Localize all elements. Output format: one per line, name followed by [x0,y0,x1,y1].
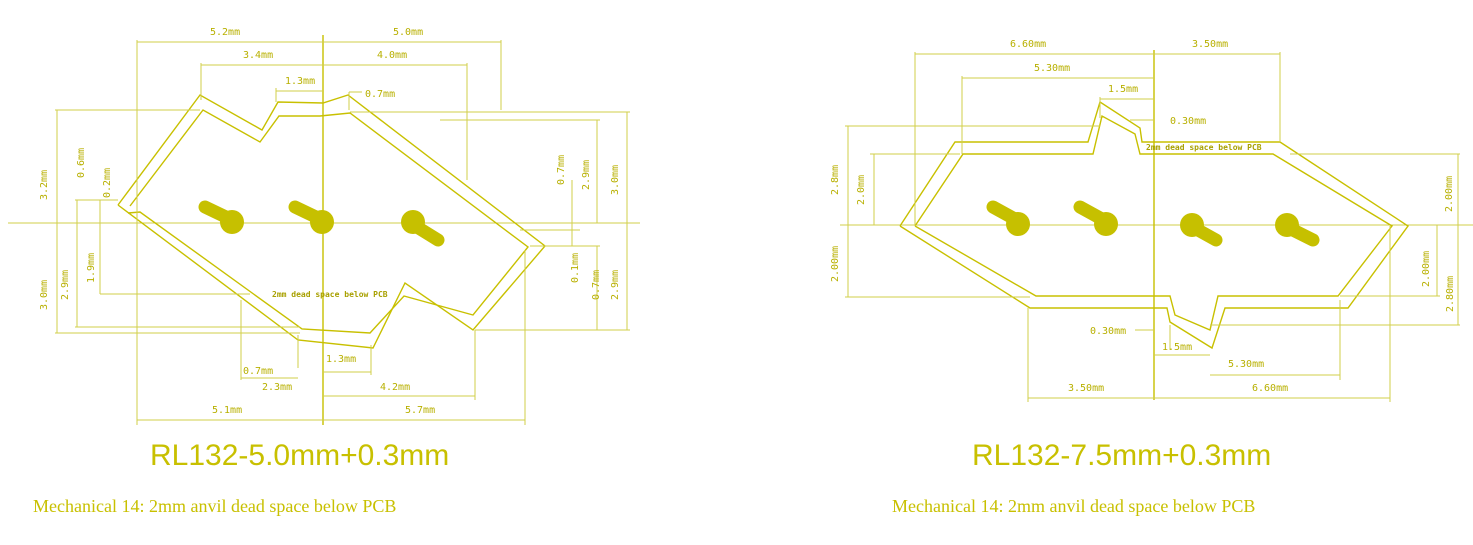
dim-label: 1.9mm [86,253,97,283]
dim-label: 6.60mm [1010,39,1046,50]
left-pins [198,200,445,247]
dim-label: 5.0mm [393,27,423,38]
dim-label: 0.7mm [556,155,567,185]
dim-label: 0.6mm [76,148,87,178]
right-outline-inner [914,114,1394,331]
left-drawing: 5.2mm 5.0mm 3.4mm 4.0mm 1.3mm 0.7mm 3.2m… [8,27,640,516]
dim-label: 2.9mm [581,160,592,190]
dim-label: 2.00mm [1421,251,1432,287]
dim-label: 1.3mm [285,76,315,87]
left-title: RL132-5.0mm+0.3mm [150,439,449,472]
right-subtitle: Mechanical 14: 2mm anvil dead space belo… [892,496,1255,516]
dim-label: 3.50mm [1068,383,1104,394]
dim-label: 5.7mm [405,405,435,416]
dim-label: 5.30mm [1228,359,1264,370]
dim-label: 2.00mm [830,246,841,282]
right-dimension-labels: 6.60mm 3.50mm 5.30mm 1.5mm 0.30mm 2.8mm … [830,39,1456,394]
left-outline-outer [117,94,547,349]
dim-label: 1.5mm [1162,342,1192,353]
dim-label: 0.30mm [1170,116,1206,127]
right-extension-lines [845,52,1460,402]
right-pins [986,200,1320,247]
dim-label: 5.1mm [212,405,242,416]
dead-space-note: 2mm dead space below PCB [272,290,388,299]
dim-label: 3.2mm [39,170,50,200]
dim-label: 1.3mm [326,354,356,365]
left-dimension-lines [56,41,628,421]
dim-label: 3.0mm [39,280,50,310]
dim-label: 0.7mm [243,366,273,377]
right-title: RL132-7.5mm+0.3mm [972,439,1271,472]
dim-label: 0.7mm [591,270,602,300]
dim-label: 5.2mm [210,27,240,38]
dim-label: 4.2mm [380,382,410,393]
dead-space-note: 2mm dead space below PCB [1146,143,1262,152]
dim-label: 2.8mm [830,165,841,195]
dim-label: 4.0mm [377,50,407,61]
dim-label: 0.7mm [365,89,395,100]
dim-label: 2.80mm [1445,276,1456,312]
left-dimension-labels: 5.2mm 5.0mm 3.4mm 4.0mm 1.3mm 0.7mm 3.2m… [39,27,621,416]
left-extension-lines [55,40,630,425]
dim-label: 2.00mm [1444,176,1455,212]
right-dimension-lines [847,53,1459,399]
dim-label: 6.60mm [1252,383,1288,394]
dim-label: 2.9mm [610,270,621,300]
dim-label: 0.30mm [1090,326,1126,337]
right-outline-outer [899,100,1409,350]
dim-label: 2.3mm [262,382,292,393]
right-drawing: 6.60mm 3.50mm 5.30mm 1.5mm 0.30mm 2.8mm … [830,39,1473,516]
left-subtitle: Mechanical 14: 2mm anvil dead space belo… [33,496,396,516]
dim-label: 3.4mm [243,50,273,61]
dim-label: 3.50mm [1192,39,1228,50]
left-outline-inner [127,109,530,334]
dim-label: 2.9mm [60,270,71,300]
dim-label: 1.5mm [1108,84,1138,95]
dim-label: 3.0mm [610,165,621,195]
dim-label: 0.1mm [570,253,581,283]
dim-label: 5.30mm [1034,63,1070,74]
dim-label: 0.2mm [102,168,113,198]
dim-label: 2.0mm [856,175,867,205]
